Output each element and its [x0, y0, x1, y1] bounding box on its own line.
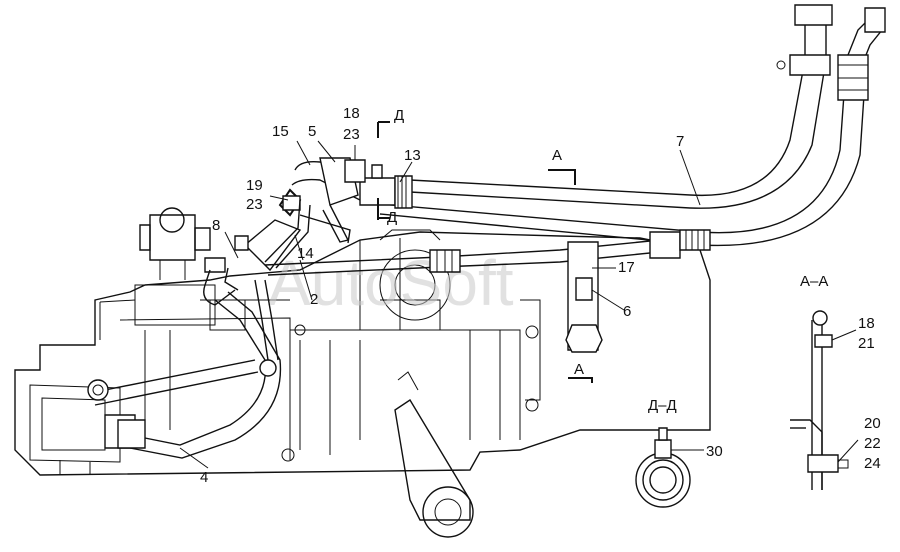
label-30: 30	[706, 443, 723, 460]
leader-lines	[179, 140, 859, 469]
label-15: 15	[272, 123, 289, 140]
pipe-15-bracket-5	[264, 157, 366, 269]
label-6: 6	[623, 303, 631, 320]
hose-pipe-7	[379, 4, 886, 247]
label-section-d-bottom: Д	[387, 209, 397, 226]
label-section-a-top: A	[552, 147, 562, 164]
label-22: 22	[864, 435, 881, 452]
label-section-a-bottom: A	[574, 361, 584, 378]
label-24: 24	[864, 455, 881, 472]
label-18-top: 18	[343, 105, 360, 122]
label-20: 20	[864, 415, 881, 432]
label-7: 7	[676, 133, 684, 150]
section-a-a-title: A–A	[800, 273, 828, 290]
pipe-2	[254, 229, 711, 361]
label-section-d-top: Д	[394, 107, 404, 124]
bracket-6	[565, 241, 603, 353]
part-labels: 18 23 15 5 Д 13 Д A 7 19 23 8 14 2 17 6 …	[200, 105, 881, 486]
section-a-a-detail	[790, 310, 849, 490]
label-8: 8	[212, 217, 220, 234]
label-2: 2	[310, 291, 318, 308]
hose-pipe-4	[87, 291, 282, 459]
label-13: 13	[404, 147, 421, 164]
label-14: 14	[297, 245, 314, 262]
section-d-d-detail	[635, 427, 691, 508]
section-d-d-title: Д–Д	[648, 397, 677, 414]
label-17: 17	[618, 259, 635, 276]
label-4: 4	[200, 469, 208, 486]
label-5: 5	[308, 123, 316, 140]
section-marks	[377, 121, 593, 383]
label-23-top: 23	[343, 126, 360, 143]
hose-connector-13	[359, 164, 413, 209]
label-21: 21	[858, 335, 875, 352]
label-19: 19	[246, 177, 263, 194]
label-18-aa: 18	[858, 315, 875, 332]
steering-gear-housing	[14, 207, 711, 538]
label-23-left: 23	[246, 196, 263, 213]
hose-pipe-8	[203, 219, 302, 306]
